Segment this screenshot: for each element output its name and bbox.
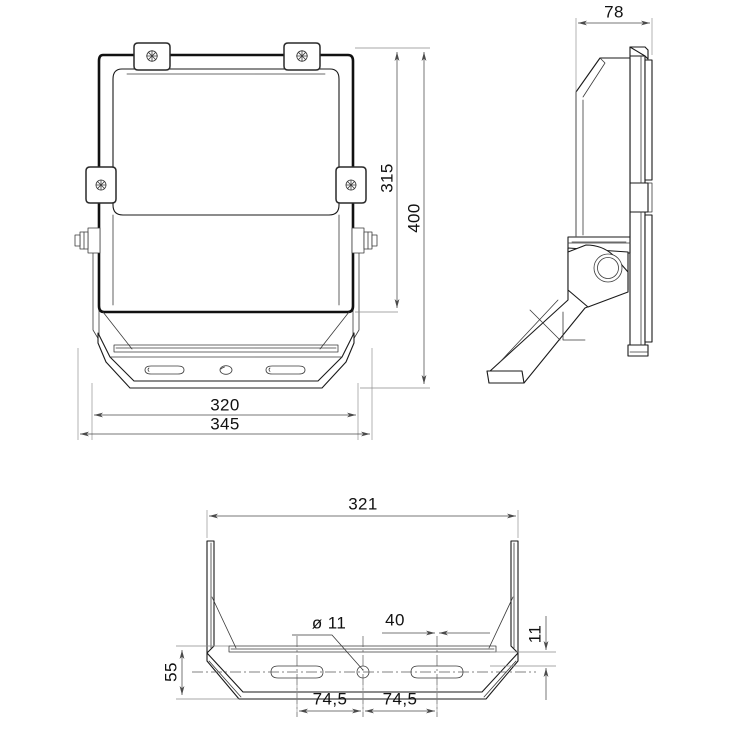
side-body-column-mid <box>629 182 649 213</box>
bracket-gusset-right <box>488 596 514 649</box>
dim-text-front-height-inner: 315 <box>377 163 396 193</box>
dim-text-slot-offset: 40 <box>385 610 405 629</box>
pivot-bolt-left <box>74 227 101 254</box>
side-body-column-low <box>629 211 646 346</box>
bracket-body-plan <box>206 652 519 700</box>
top-clamp-left <box>133 42 171 71</box>
side-body-column <box>629 55 646 184</box>
dim-text-side-depth: 78 <box>604 2 624 21</box>
hinge-clamp-right <box>335 166 367 204</box>
mounting-bracket-front <box>97 332 355 389</box>
dim-text-hole-spacing-left: 74,5 <box>313 689 348 708</box>
gusset-right <box>319 311 350 350</box>
hole-leader <box>292 634 364 671</box>
side-view <box>486 46 653 384</box>
dim-text-front-width-overall: 345 <box>210 414 240 433</box>
bracket-slot-right <box>265 365 306 375</box>
dim-text-plate-thickness: 11 <box>525 625 544 643</box>
dim-text-bracket-width: 321 <box>348 494 378 513</box>
front-view-side-arms <box>92 231 360 341</box>
side-arm-foot <box>486 370 525 384</box>
lens-panel <box>112 68 340 216</box>
side-outer-rib <box>644 59 653 181</box>
bracket-upright-left <box>206 540 215 654</box>
hinge-clamp-left <box>85 166 117 204</box>
side-rear-plate-top-cap <box>629 46 649 60</box>
dim-text-hole-diameter: ø 11 <box>312 613 346 632</box>
side-outer-rib-low <box>644 214 653 343</box>
front-view <box>74 42 378 389</box>
bottom-view-dimensions: 321 ø 11 40 55 11 74,5 74,5 <box>161 494 556 716</box>
housing-outline <box>97 53 355 314</box>
side-view-dimensions: 78 <box>575 2 653 237</box>
dim-text-hole-spacing-right: 74,5 <box>383 689 418 708</box>
front-view-dimensions: 315 400 320 345 <box>77 47 430 440</box>
bracket-gusset-left <box>211 596 237 649</box>
bracket-upright-right <box>510 540 519 654</box>
bracket-bottom-view <box>192 540 536 717</box>
dim-text-bracket-height: 55 <box>161 662 180 682</box>
pivot-bolt-right <box>351 227 378 254</box>
dim-text-front-width-inner: 320 <box>210 395 240 414</box>
side-body-foot <box>627 344 649 357</box>
dim-text-front-height-overall: 400 <box>404 203 423 233</box>
side-housing-profile <box>575 57 631 238</box>
top-clamp-right <box>283 42 321 71</box>
side-pivot-hole-inner <box>597 257 619 279</box>
bracket-center-hole-front <box>219 365 233 375</box>
bracket-slot-right-plan <box>410 665 464 679</box>
bracket-slot-left <box>144 365 185 375</box>
gusset-left <box>102 311 133 350</box>
